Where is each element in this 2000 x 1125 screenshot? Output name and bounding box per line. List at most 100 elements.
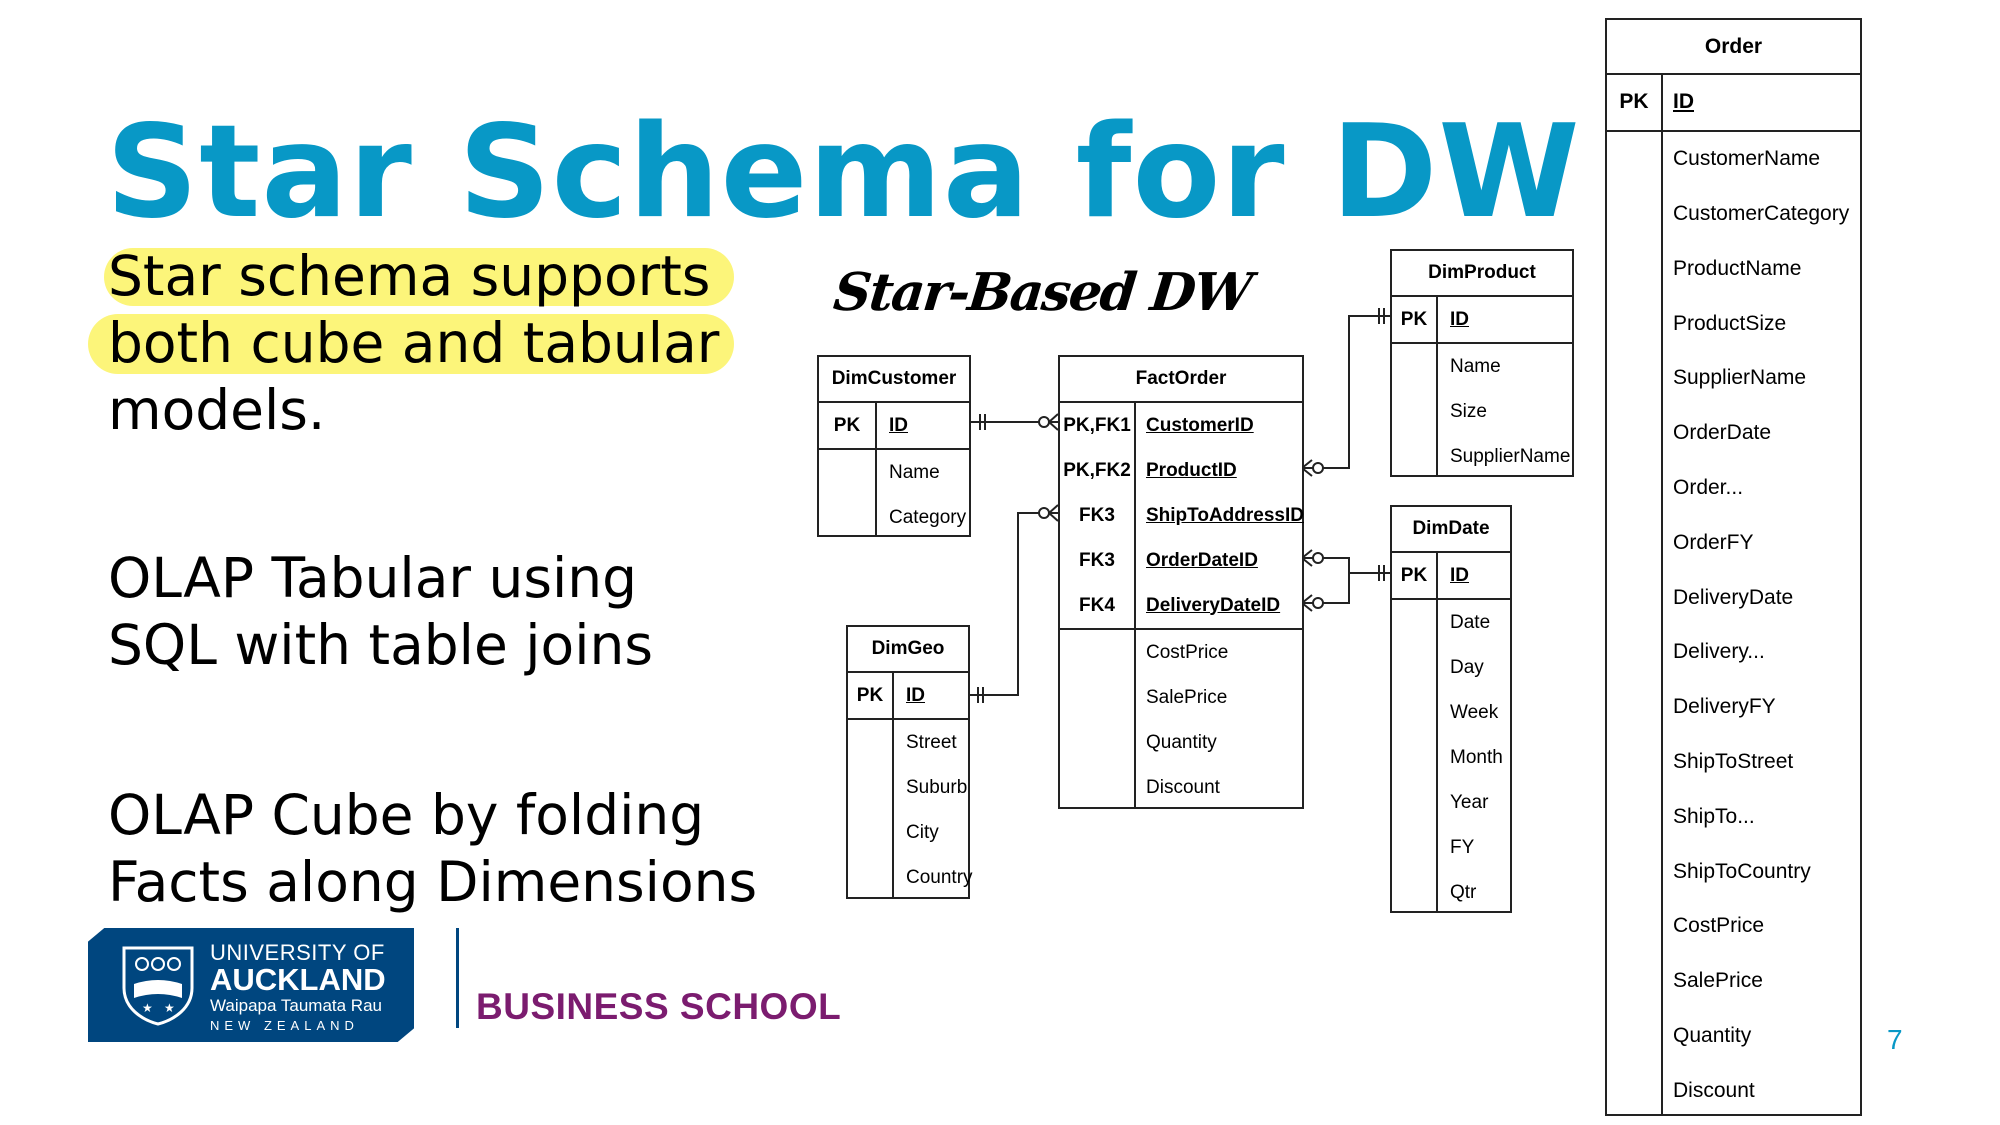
table-row: SupplierName <box>1392 434 1572 479</box>
bullet-1: Star schema supports both cube and tabul… <box>108 243 719 444</box>
slide-title: Star Schema for DW <box>106 98 1581 247</box>
bullet-1-line-1: Star schema supports <box>108 244 711 308</box>
table-row: City <box>848 810 968 855</box>
field-label: Month <box>1450 746 1503 768</box>
bullet-3-line-2: Facts along Dimensions <box>108 850 758 914</box>
key-label: PK,FK2 <box>1063 459 1131 481</box>
field-label: SalePrice <box>1673 969 1763 993</box>
field-label: DeliveryFY <box>1673 695 1776 719</box>
table-row: FK3 OrderDateID <box>1060 538 1302 583</box>
table-row: Quantity <box>1060 720 1302 765</box>
dim-customer-table: DimCustomer PK ID Name Category <box>817 355 971 537</box>
field-label: Discount <box>1146 776 1220 798</box>
field-label: Delivery... <box>1673 640 1765 664</box>
svg-text:★: ★ <box>164 1001 175 1015</box>
logo-line-3: Waipapa Taumata Rau <box>210 996 382 1015</box>
table-row: SupplierName <box>1607 351 1860 406</box>
field-label: Quantity <box>1673 1023 1752 1047</box>
highlight-line-2 <box>88 314 734 374</box>
field-label: OrderDate <box>1673 421 1772 445</box>
bullet-3: OLAP Cube by folding Facts along Dimensi… <box>108 782 757 916</box>
field-label: ID <box>1673 90 1694 114</box>
table-row: Delivery... <box>1607 625 1860 680</box>
table-row: Year <box>1392 780 1510 825</box>
table-row: DeliveryFY <box>1607 680 1860 735</box>
field-label: ShipTo... <box>1673 804 1755 828</box>
table-row: Category <box>819 495 969 540</box>
bullet-2-line-1: OLAP Tabular using <box>108 546 638 610</box>
key-label: FK3 <box>1079 504 1115 526</box>
dim-date-header: DimDate <box>1392 507 1510 553</box>
field-label: CustomerID <box>1146 414 1254 436</box>
field-label: ShipToStreet <box>1673 749 1794 773</box>
field-label: SupplierName <box>1450 445 1571 467</box>
field-label: ID <box>1450 308 1469 330</box>
bullet-1-line-3: models. <box>108 378 326 442</box>
field-label: ID <box>906 684 925 706</box>
logo-line-1: UNIVERSITY OF <box>210 940 385 965</box>
key-label: FK3 <box>1079 549 1115 571</box>
field-label: CostPrice <box>1146 641 1229 663</box>
bullet-2-line-2: SQL with table joins <box>108 613 654 677</box>
table-row: Name <box>819 450 969 495</box>
field-label: OrderDateID <box>1146 549 1258 571</box>
field-label: City <box>906 821 939 843</box>
dim-geo-header: DimGeo <box>848 627 968 673</box>
field-label: ID <box>889 414 908 436</box>
key-label: PK <box>833 414 861 436</box>
table-row: CustomerCategory <box>1607 187 1860 242</box>
page-number: 7 <box>1887 1024 1903 1055</box>
dim-customer-header: DimCustomer <box>819 357 969 403</box>
table-row: Country <box>848 855 973 900</box>
field-label: SupplierName <box>1673 366 1807 390</box>
table-row: SalePrice <box>1060 675 1302 720</box>
field-label: DeliveryDateID <box>1146 594 1281 616</box>
table-row: SalePrice <box>1607 954 1860 1009</box>
key-label: PK <box>856 684 884 706</box>
table-row: Discount <box>1060 765 1302 810</box>
field-label: Name <box>889 461 940 483</box>
logo-line-2: AUCKLAND <box>210 962 386 997</box>
key-label: PK <box>1400 564 1428 586</box>
field-label: Date <box>1450 611 1491 633</box>
field-label: Year <box>1450 791 1489 813</box>
table-row: ProductName <box>1607 241 1860 296</box>
table-row: DeliveryDate <box>1607 570 1860 625</box>
table-row: Day <box>1392 645 1510 690</box>
table-row: Date <box>1392 600 1510 645</box>
table-row: PK ID <box>819 403 969 450</box>
table-row: OrderFY <box>1607 515 1860 570</box>
highlight-line-1 <box>104 248 734 306</box>
table-row: PK ID <box>848 673 968 720</box>
table-row: Discount <box>1607 1063 1860 1118</box>
field-label: Discount <box>1673 1078 1755 1102</box>
table-row: Name <box>1392 344 1572 389</box>
field-label: ProductName <box>1673 256 1802 280</box>
field-label: ShipToAddressID <box>1146 504 1304 526</box>
table-row: CostPrice <box>1607 899 1860 954</box>
field-label: Category <box>889 506 967 528</box>
field-label: ProductSize <box>1673 311 1787 335</box>
order-header: Order <box>1607 20 1860 75</box>
field-label: CustomerName <box>1673 147 1821 171</box>
field-label: CustomerCategory <box>1673 201 1850 225</box>
field-label: Name <box>1450 355 1501 377</box>
table-row: Week <box>1392 690 1510 735</box>
field-label: DeliveryDate <box>1673 585 1794 609</box>
field-label: Day <box>1450 656 1484 678</box>
field-label: Country <box>906 866 973 888</box>
logo-divider <box>456 928 459 1028</box>
table-row: ShipTo... <box>1607 789 1860 844</box>
svg-text:★: ★ <box>142 1001 153 1015</box>
table-row: ProductSize <box>1607 296 1860 351</box>
